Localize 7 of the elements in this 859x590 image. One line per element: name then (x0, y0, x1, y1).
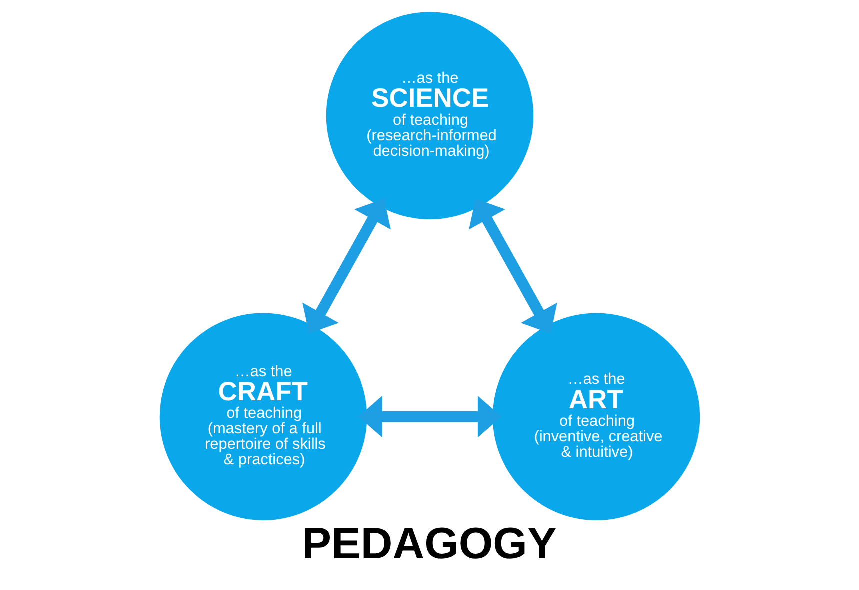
arrow (468, 198, 557, 334)
arrow (302, 198, 390, 334)
diagram-title: PEDAGOGY (302, 520, 556, 569)
arrow (358, 396, 502, 438)
node-circle: …as the SCIENCE of teaching (research-informed decision-making) (326, 12, 534, 220)
node-circle: …as the CRAFT of teaching (mastery of a full repertoire of skills & practices) (159, 313, 367, 520)
node-circle: …as the ART of teaching (inventive, creative & intuitive) (492, 313, 700, 520)
